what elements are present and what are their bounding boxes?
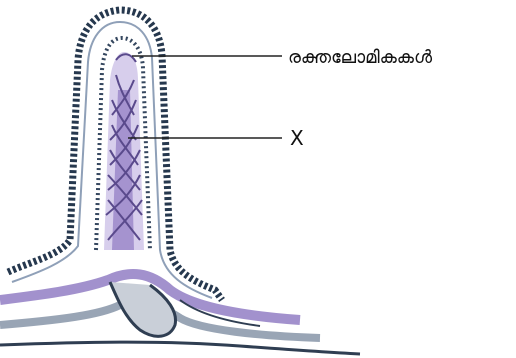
capillaries-label: രക്തലോമികകൾ	[288, 47, 433, 68]
base-vessels	[0, 274, 360, 354]
x-label: X	[290, 126, 304, 150]
